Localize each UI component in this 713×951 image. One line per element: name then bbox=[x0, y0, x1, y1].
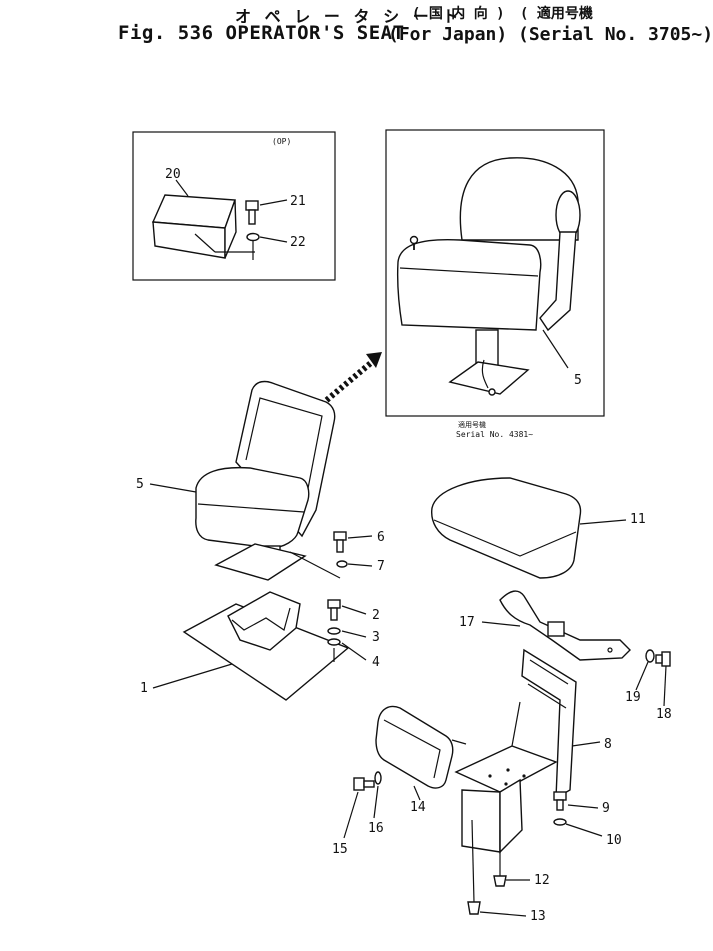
bolt-2-drawing bbox=[327, 599, 341, 621]
part-label-3: 3 bbox=[372, 630, 380, 645]
seat-5-drawing bbox=[195, 380, 336, 581]
part-label-12: 12 bbox=[534, 873, 550, 888]
washer-22-drawing bbox=[246, 232, 260, 242]
washer-3-drawing bbox=[327, 627, 341, 635]
bracket-8-drawing bbox=[454, 648, 577, 854]
figure-title: Fig. 536 OPERATOR'S SEAT bbox=[118, 22, 405, 44]
cover-box-drawing bbox=[151, 194, 255, 259]
part-label-2: 2 bbox=[372, 608, 380, 623]
serial-note: (Serial No. 3705~) bbox=[518, 24, 713, 45]
backrest-14-drawing bbox=[375, 705, 467, 789]
bolt-21-drawing bbox=[245, 200, 259, 225]
part-label-9: 9 bbox=[602, 801, 610, 816]
part-label-13: 13 bbox=[530, 909, 546, 924]
cushion-11-drawing bbox=[431, 477, 582, 579]
bolt-18-drawing bbox=[655, 651, 671, 667]
bolt-9-drawing bbox=[553, 791, 567, 811]
washer-4-drawing bbox=[327, 638, 341, 646]
part-label-7: 7 bbox=[377, 559, 385, 574]
japanese-applicability-note: ( 適用号機 bbox=[520, 6, 593, 22]
japanese-title: オ ペ レ ー タ シ ー ト bbox=[235, 7, 461, 26]
base-plate-1-drawing bbox=[182, 591, 350, 701]
part-label-5-inset: 5 bbox=[574, 373, 582, 388]
strap-17-drawing bbox=[499, 590, 631, 661]
inset-applicability-jp: 適用号機 bbox=[458, 420, 486, 429]
part-label-19: 19 bbox=[625, 690, 641, 705]
washer-19-drawing bbox=[645, 649, 655, 663]
reference-arrow bbox=[320, 352, 382, 407]
clip-13-drawing bbox=[467, 901, 481, 915]
part-label-20: 20 bbox=[165, 167, 181, 182]
part-label-15: 15 bbox=[332, 842, 348, 857]
part-label-8: 8 bbox=[604, 737, 612, 752]
part-label-5: 5 bbox=[136, 477, 144, 492]
part-label-16: 16 bbox=[368, 821, 384, 836]
part-label-21: 21 bbox=[290, 194, 306, 209]
part-label-6: 6 bbox=[377, 530, 385, 545]
part-label-10: 10 bbox=[606, 833, 622, 848]
part-label-18: 18 bbox=[656, 707, 672, 722]
inset-option-box: (OP) 20 21 22 bbox=[132, 131, 336, 281]
part-label-22: 22 bbox=[290, 235, 306, 250]
part-label-4: 4 bbox=[372, 655, 380, 670]
japanese-region-note: ( 国 内 向 ) bbox=[412, 6, 505, 22]
part-label-11: 11 bbox=[630, 512, 646, 527]
option-tag: (OP) bbox=[272, 137, 291, 146]
washer-16-drawing bbox=[374, 771, 382, 785]
washer-10-drawing bbox=[553, 818, 567, 826]
bolt-6-drawing bbox=[333, 531, 347, 553]
bolt-15-drawing bbox=[353, 777, 375, 791]
washer-7-drawing bbox=[336, 560, 348, 568]
inset-seat-box: 5 適用号機 Serial No. 4381~ bbox=[385, 129, 605, 439]
nut-12-drawing bbox=[493, 875, 507, 887]
inset-serial: Serial No. 4381~ bbox=[456, 430, 533, 439]
part-label-14: 14 bbox=[410, 800, 426, 815]
part-label-1: 1 bbox=[140, 681, 148, 696]
region-note: (For Japan) bbox=[388, 24, 508, 45]
part-label-17: 17 bbox=[459, 615, 475, 630]
